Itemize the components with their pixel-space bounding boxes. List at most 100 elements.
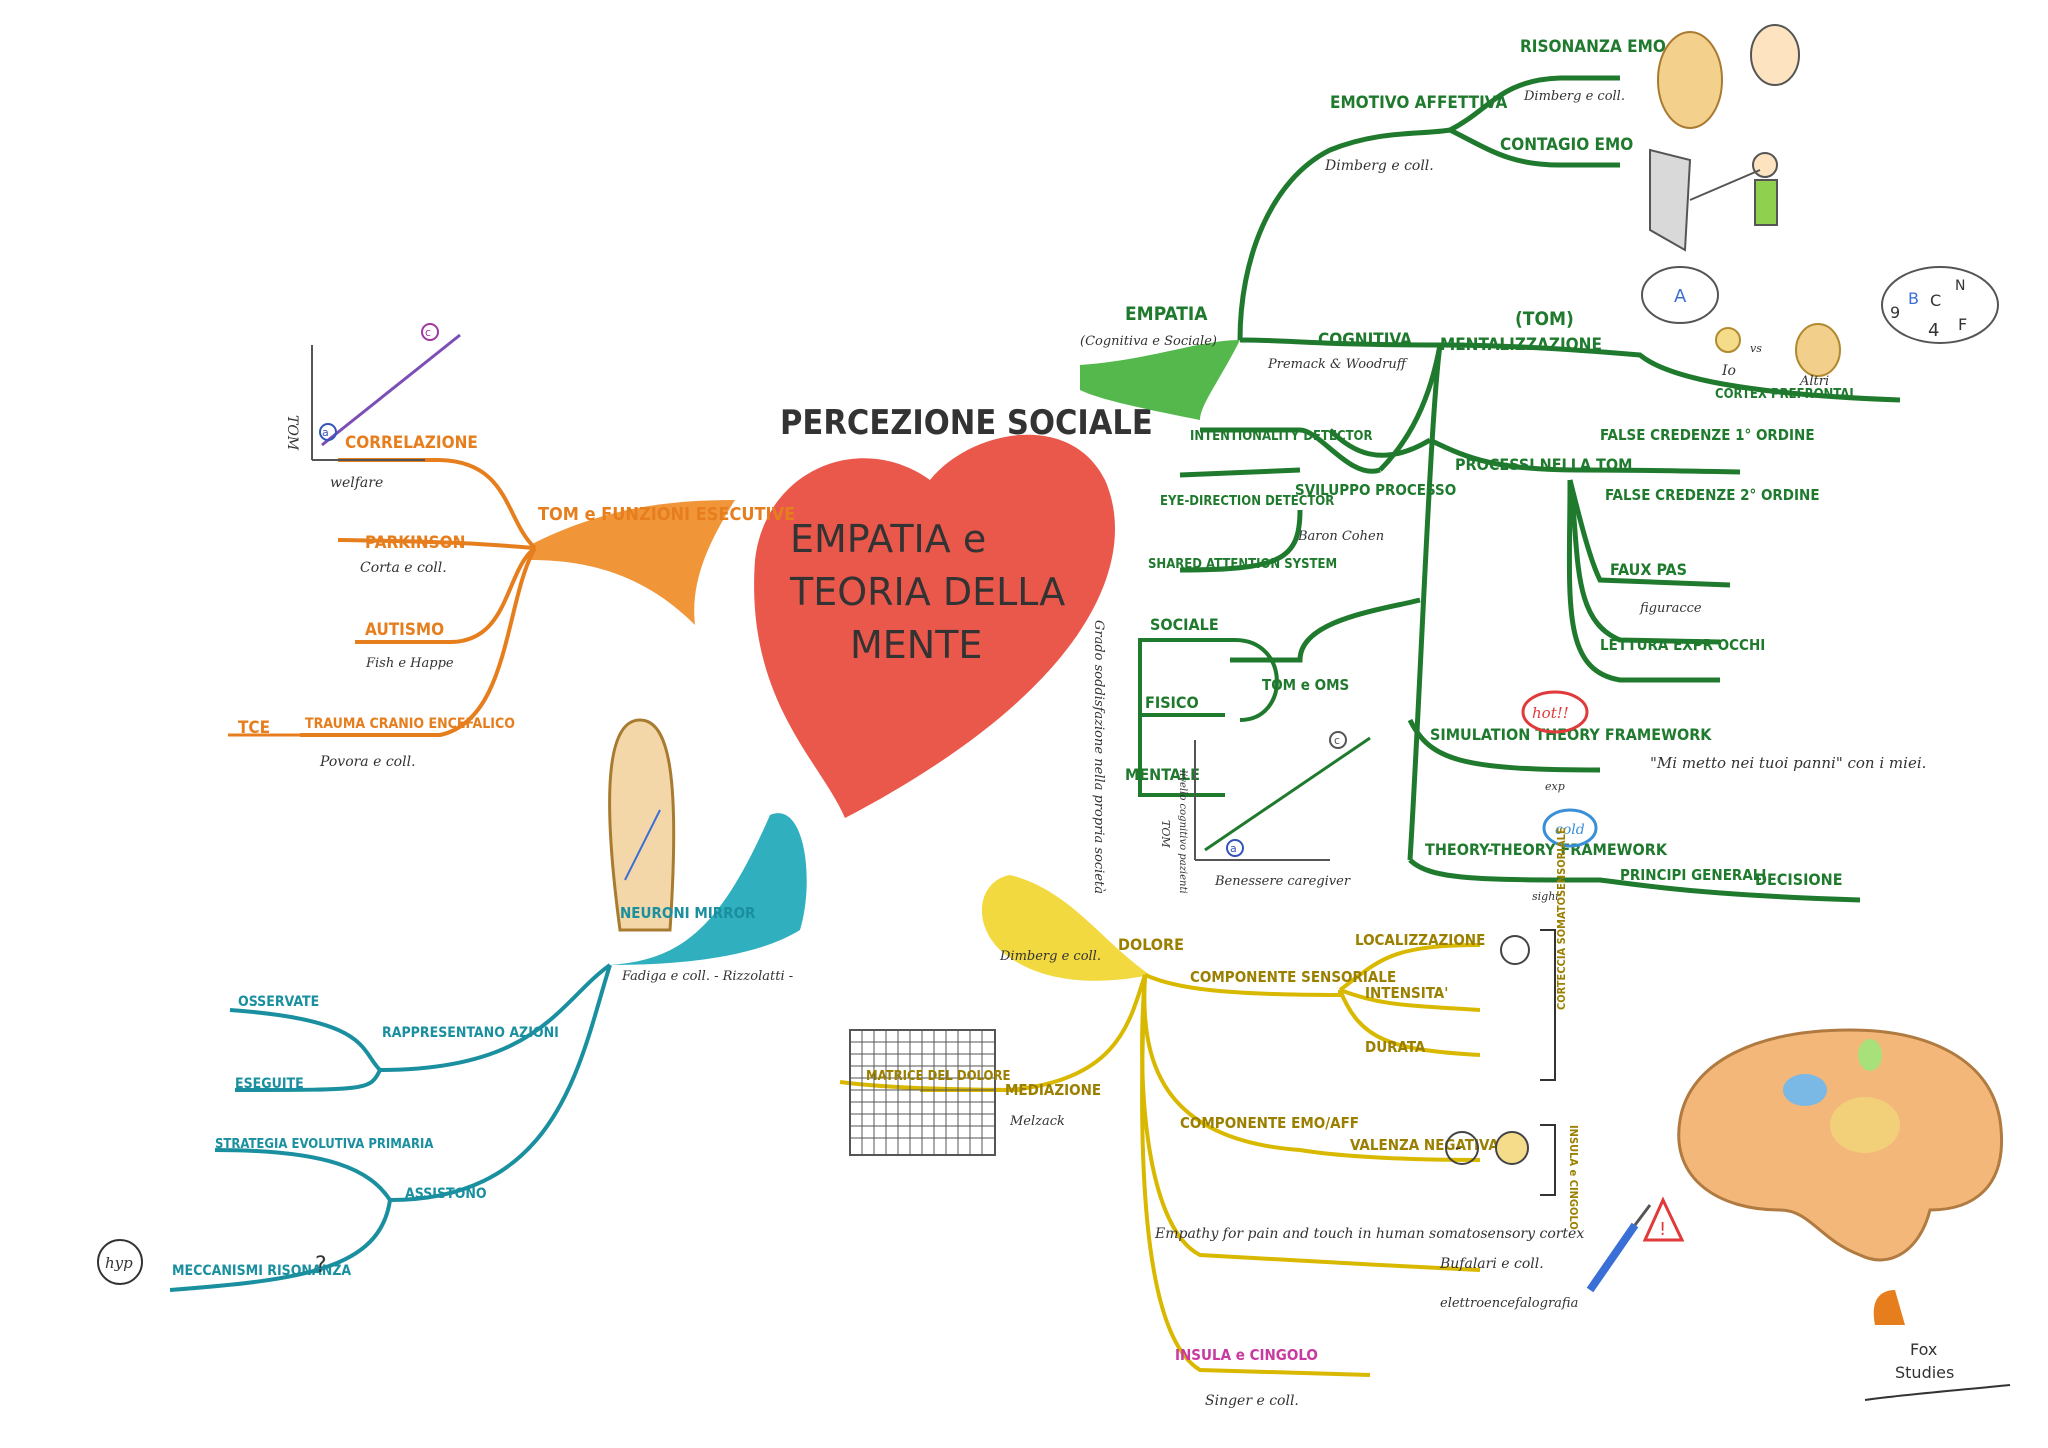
- pain-matrix-grid: [849, 1029, 996, 1156]
- green-side-note: Grado soddisfazione nella propria societ…: [1091, 620, 1106, 894]
- green-mentale: MENTALE: [1125, 765, 1200, 784]
- yellow-bufalari: Bufalari e coll.: [1439, 1256, 1544, 1272]
- green-emotiva-note: Dimberg e coll.: [1324, 158, 1434, 174]
- orange-item-trauma: TRAUMA CRANIO ENCEFALICO: [305, 716, 515, 732]
- fox-studies-logo: Fox Studies: [1864, 1290, 2011, 1401]
- green-risonanza-note: Dimberg e coll.: [1523, 89, 1625, 104]
- green-vs: vs: [1750, 342, 1762, 355]
- green-faux-note: figuracce: [1639, 601, 1702, 616]
- green-eye-direction: EYE-DIRECTION DETECTOR: [1160, 494, 1334, 509]
- orange-mini-chart: a c TOM welfare: [284, 323, 461, 491]
- orange-chart-xlabel: welfare: [330, 475, 383, 491]
- yellow-root: DOLORE: [1118, 935, 1184, 954]
- orange-funnel: [530, 500, 735, 625]
- green-tom: (TOM): [1515, 308, 1574, 330]
- green-root-note: (Cognitiva e Sociale): [1080, 334, 1217, 349]
- mirror-illustration: [608, 718, 676, 932]
- heart-shape: [754, 434, 1116, 818]
- green-risonanza: RISONANZA EMO: [1520, 37, 1666, 57]
- green-faux-pas: FAUX PAS: [1610, 560, 1687, 579]
- yellow-funnel: [981, 875, 1150, 981]
- brain-illustration: [1677, 1028, 2003, 1262]
- green-sociale: SOCIALE: [1150, 615, 1219, 634]
- orange-item-tce: TCE: [238, 718, 270, 738]
- yellow-sensoriale: COMPONENTE SENSORIALE: [1190, 968, 1396, 986]
- green-lettura: LETTURA EXPR OCCHI: [1600, 636, 1765, 654]
- green-decisione: DECISIONE: [1755, 870, 1843, 889]
- orange-chart-marker-c: c: [425, 326, 431, 339]
- green-chart-marker-a: a: [1230, 842, 1237, 855]
- green-cognitiva: COGNITIVA: [1318, 330, 1412, 350]
- yellow-localizzazione: LOCALIZZAZIONE: [1355, 931, 1485, 949]
- green-tom-oms: TOM e OMS: [1262, 676, 1349, 694]
- teal-root-note: Fadiga e coll. - Rizzolatti -: [621, 969, 793, 984]
- green-fisico: FISICO: [1145, 693, 1199, 712]
- bubble-letter-f: F: [1958, 315, 1967, 334]
- orange-item-correlazione: CORRELAZIONE: [345, 433, 478, 453]
- green-cognitiva-note: Premack & Woodruff: [1267, 357, 1409, 372]
- yellow-eeg: elettroencefalografia: [1440, 1296, 1578, 1311]
- green-emotiva: EMOTIVO AFFETTIVA: [1330, 93, 1507, 113]
- warning-mark: !: [1659, 1219, 1666, 1240]
- green-io: Io: [1721, 363, 1736, 379]
- teal-rappresentano: RAPPRESENTANO AZIONI: [382, 1025, 559, 1041]
- teal-root: NEURONI MIRROR: [620, 904, 756, 922]
- logo-line2: Studies: [1895, 1363, 1954, 1382]
- center-line2: TEORIA DELLA: [789, 570, 1065, 614]
- green-chart-marker-c: c: [1334, 734, 1340, 747]
- green-processi: PROCESSI NELLA TOM: [1455, 455, 1632, 474]
- green-root-label: EMPATIA: [1125, 303, 1208, 325]
- bubble-letter-4: 4: [1928, 320, 1939, 341]
- green-chart-ylabel: TOM: [1159, 820, 1172, 848]
- logo-line1: Fox: [1910, 1340, 1937, 1359]
- yellow-side1: CORTECCIA SOMATOSENSORIALE: [1555, 827, 1568, 1010]
- bubble-letter-9: 9: [1890, 303, 1900, 322]
- syringe-warning-icons: !: [1586, 1196, 1685, 1293]
- green-chart-ylabel2: livello cognitivo pazienti: [1177, 770, 1188, 894]
- orange-branch: TOM e FUNZIONI ESECUTIVE a c TOM welfare…: [228, 323, 795, 770]
- yellow-mediazione: MEDIAZIONE: [1005, 1081, 1101, 1099]
- yellow-mediazione-note: Melzack: [1009, 1114, 1065, 1129]
- green-shared-attention: SHARED ATTENTION SYSTEM: [1148, 557, 1337, 572]
- teal-osservate: OSSERVATE: [238, 994, 319, 1010]
- teal-hyp: hyp: [105, 1254, 133, 1272]
- center-line1: EMPATIA e: [790, 517, 986, 561]
- green-quote: "Mi metto nei tuoi panni" con i miei.: [1650, 754, 1926, 772]
- yellow-durata: DURATA: [1365, 1038, 1426, 1056]
- bubble-letter-b: B: [1908, 289, 1919, 308]
- teal-meccanismi: MECCANISMI RISONANZA: [172, 1263, 351, 1279]
- center-line3: MENTE: [850, 623, 982, 667]
- green-branch: EMPATIA (Cognitiva e Sociale) EMOTIVO AF…: [1080, 24, 1999, 903]
- teal-question: ?: [315, 1253, 327, 1278]
- green-intentionality: INTENTIONALITY DETECTOR: [1190, 429, 1373, 444]
- green-false2: FALSE CREDENZE 2° ORDINE: [1605, 486, 1820, 504]
- center-heart: PERCEZIONE SOCIALE EMPATIA e TEORIA DELL…: [754, 403, 1153, 818]
- emotion-illustrations: [1649, 24, 1800, 252]
- green-simulation: SIMULATION THEORY FRAMEWORK: [1430, 725, 1712, 744]
- orange-note-autismo: Fish e Happe: [365, 656, 454, 671]
- green-theory: THEORY-THEORY FRAMEWORK: [1425, 840, 1668, 859]
- green-false1: FALSE CREDENZE 1° ORDINE: [1600, 426, 1815, 444]
- orange-hub-label: TOM e FUNZIONI ESECUTIVE: [538, 504, 795, 525]
- green-thought-bubbles: A Io vs 9 B C N 4 F Altri: [1641, 266, 1999, 389]
- teal-branch: NEURONI MIRROR Fadiga e coll. - Rizzolat…: [97, 718, 807, 1292]
- green-principi: PRINCIPI GENERALI: [1620, 866, 1766, 884]
- green-mentalizzazione: MENTALIZZAZIONE: [1440, 335, 1602, 355]
- orange-item-autismo: AUTISMO: [365, 620, 444, 640]
- yellow-empathy: Empathy for pain and touch in human soma…: [1154, 1226, 1584, 1242]
- teal-eseguite: ESEGUITE: [235, 1076, 304, 1092]
- yellow-matrice: MATRICE DEL DOLORE: [866, 1069, 1010, 1084]
- green-chart-xlabel: Benessere caregiver: [1214, 874, 1351, 889]
- green-sviluppo: SVILUPPO PROCESSO: [1295, 481, 1456, 499]
- bubble-letter-c: C: [1930, 291, 1941, 310]
- yellow-valenza: VALENZA NEGATIVA: [1350, 1136, 1499, 1154]
- yellow-insula-note: Singer e coll.: [1205, 1393, 1299, 1409]
- teal-funnel: [610, 813, 807, 965]
- teal-assistono: ASSISTONO: [405, 1186, 487, 1202]
- orange-note-trauma: Povora e coll.: [319, 754, 416, 770]
- green-funnel: [1080, 340, 1240, 420]
- yellow-intensita: INTENSITA': [1365, 984, 1448, 1002]
- orange-chart-marker-a: a: [322, 426, 329, 439]
- green-simulation-note: exp: [1545, 780, 1565, 793]
